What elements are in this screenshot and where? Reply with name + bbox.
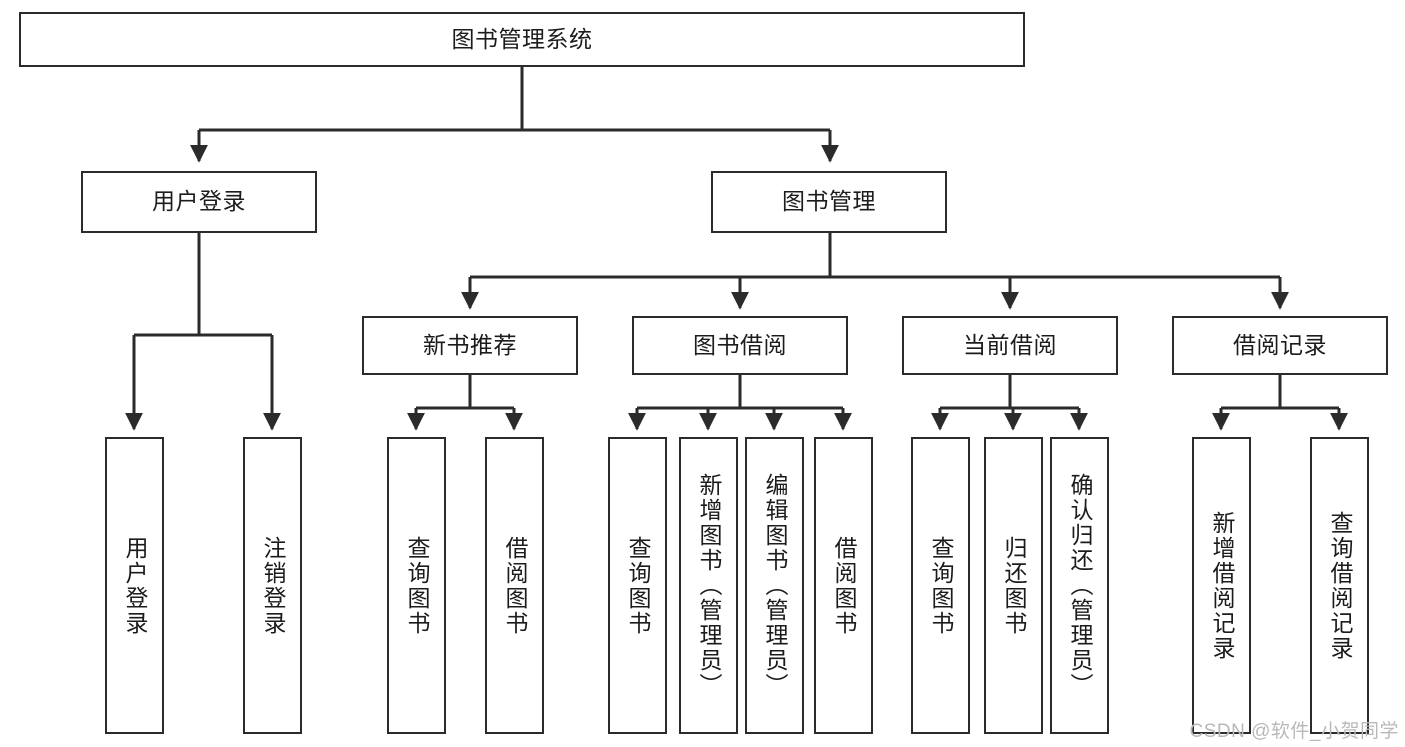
node-leaf-query-borrow-record[interactable]: 查询借阅记录 [1310,437,1369,734]
node-leaf-query-book-current-label: 查询图书 [928,535,954,636]
node-book-manage-label: 图书管理 [782,188,876,215]
node-book-manage[interactable]: 图书管理 [711,171,947,233]
node-new-book-recommend[interactable]: 新书推荐 [362,316,578,375]
node-user-login[interactable]: 用户登录 [81,171,317,233]
node-leaf-user-login-label: 用户登录 [122,535,148,636]
node-leaf-query-borrow-record-label: 查询借阅记录 [1327,510,1353,661]
node-leaf-user-login[interactable]: 用户登录 [105,437,164,734]
node-leaf-add-borrow-record-label: 新增借阅记录 [1209,510,1235,661]
node-current-borrow[interactable]: 当前借阅 [902,316,1118,375]
node-leaf-return-book-label: 归还图书 [1001,535,1027,636]
node-book-borrow[interactable]: 图书借阅 [632,316,848,375]
node-leaf-return-book[interactable]: 归还图书 [984,437,1043,734]
node-leaf-add-book-label: 新增图书（管理员） [696,473,722,698]
node-leaf-borrow-book[interactable]: 借阅图书 [814,437,873,734]
node-root-label: 图书管理系统 [451,25,593,52]
node-book-borrow-label: 图书借阅 [693,331,787,358]
node-leaf-query-book-current[interactable]: 查询图书 [911,437,970,734]
node-leaf-confirm-return[interactable]: 确认归还（管理员） [1050,437,1109,734]
node-leaf-borrow-book-new-label: 借阅图书 [502,535,528,636]
node-leaf-borrow-book-new[interactable]: 借阅图书 [485,437,544,734]
watermark: CSDN @软件_小贺同学 [1189,721,1399,742]
node-leaf-logout-label: 注销登录 [260,535,286,636]
node-current-borrow-label: 当前借阅 [963,331,1057,358]
node-leaf-query-book-new-label: 查询图书 [404,535,430,636]
node-new-book-recommend-label: 新书推荐 [423,331,517,358]
node-leaf-edit-book[interactable]: 编辑图书（管理员） [745,437,804,734]
node-leaf-add-book[interactable]: 新增图书（管理员） [679,437,738,734]
node-leaf-borrow-book-label: 借阅图书 [831,535,857,636]
node-leaf-edit-book-label: 编辑图书（管理员） [762,473,788,698]
node-leaf-query-book-borrow[interactable]: 查询图书 [608,437,667,734]
node-user-login-label: 用户登录 [152,188,246,215]
node-leaf-query-book-borrow-label: 查询图书 [625,535,651,636]
node-leaf-query-book-new[interactable]: 查询图书 [387,437,446,734]
node-leaf-logout[interactable]: 注销登录 [243,437,302,734]
node-borrow-record[interactable]: 借阅记录 [1172,316,1388,375]
node-leaf-confirm-return-label: 确认归还（管理员） [1067,473,1093,698]
node-borrow-record-label: 借阅记录 [1233,331,1327,358]
node-leaf-add-borrow-record[interactable]: 新增借阅记录 [1192,437,1251,734]
node-root[interactable]: 图书管理系统 [19,12,1025,67]
